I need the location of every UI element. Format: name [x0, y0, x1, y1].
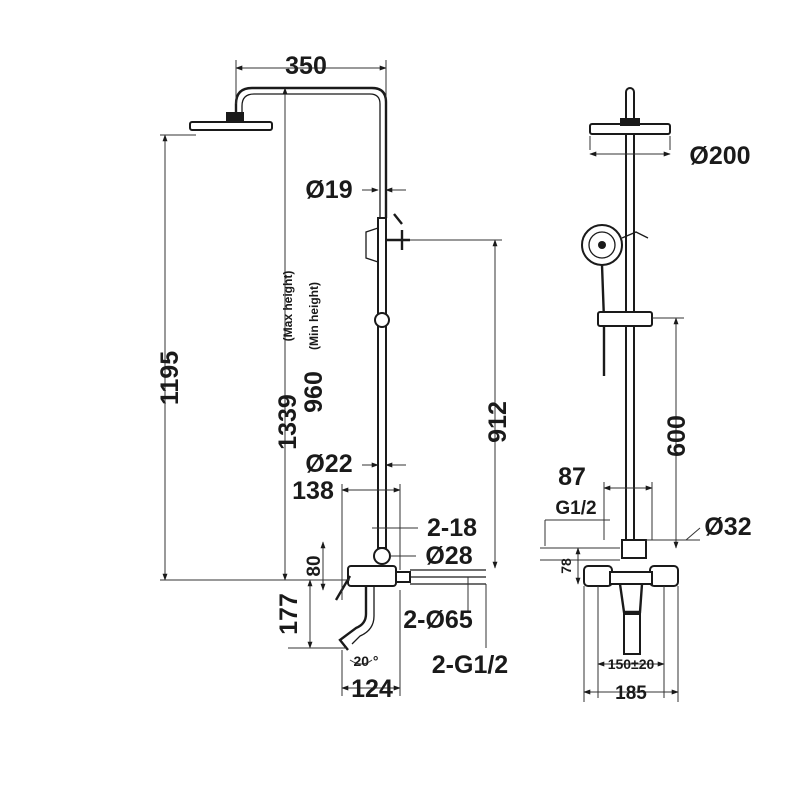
dim-height-912: 912 [484, 401, 512, 443]
joint-ring [374, 312, 390, 328]
mixer-valve [334, 547, 486, 601]
dim-height-1339: 1339 [274, 394, 302, 450]
dim-width-138: 138 [292, 477, 334, 505]
dim-width-185: 185 [615, 683, 647, 704]
label-max-height: (Max height) [281, 271, 295, 342]
dim-thread-g12: G1/2 [555, 498, 596, 519]
label-min-height: (Min height) [307, 282, 321, 350]
dim-height-80: 80 [304, 555, 325, 576]
dim-dia-2-65: 2-Ø65 [403, 606, 473, 634]
shower-arm [234, 86, 388, 218]
dim-width-350: 350 [285, 52, 327, 80]
dim-thread-2-g12: 2-G1/2 [432, 651, 508, 679]
dim-height-1195: 1195 [156, 351, 184, 405]
dim-thread-2-18: 2-18 [427, 514, 477, 542]
dim-dia-32: Ø32 [704, 513, 751, 541]
dim-width-124: 124 [351, 675, 393, 703]
dim-dia-28: Ø28 [425, 542, 472, 570]
right-view-drawing: Ø200 600 87 G1/2 Ø32 78 150±20 185 [540, 87, 752, 704]
dim-width-150: 150±20 [608, 656, 655, 672]
dim-dia-19: Ø19 [305, 176, 352, 204]
riser-pipe [377, 217, 387, 549]
dim-height-600: 600 [663, 415, 691, 457]
riser-pipe-front [625, 133, 635, 555]
dim-width-87: 87 [558, 463, 586, 491]
dim-height-960: 960 [300, 371, 328, 413]
dim-dia-22: Ø22 [305, 450, 352, 478]
dim-dia-200: Ø200 [689, 142, 750, 170]
divertor [621, 539, 647, 559]
dim-angle-20: 20 ° [353, 653, 378, 669]
hand-shower [581, 224, 649, 376]
dim-height-177: 177 [275, 593, 303, 635]
left-view-drawing: 350 Ø19 1195 1339 (Max height) 960 (Min … [156, 52, 512, 703]
mixer-valve-front [583, 565, 679, 655]
slide-bracket [365, 227, 379, 263]
rain-shower-head [189, 121, 273, 131]
dim-height-78: 78 [558, 558, 574, 574]
bath-spout [338, 586, 368, 651]
slide-holder [597, 311, 653, 327]
